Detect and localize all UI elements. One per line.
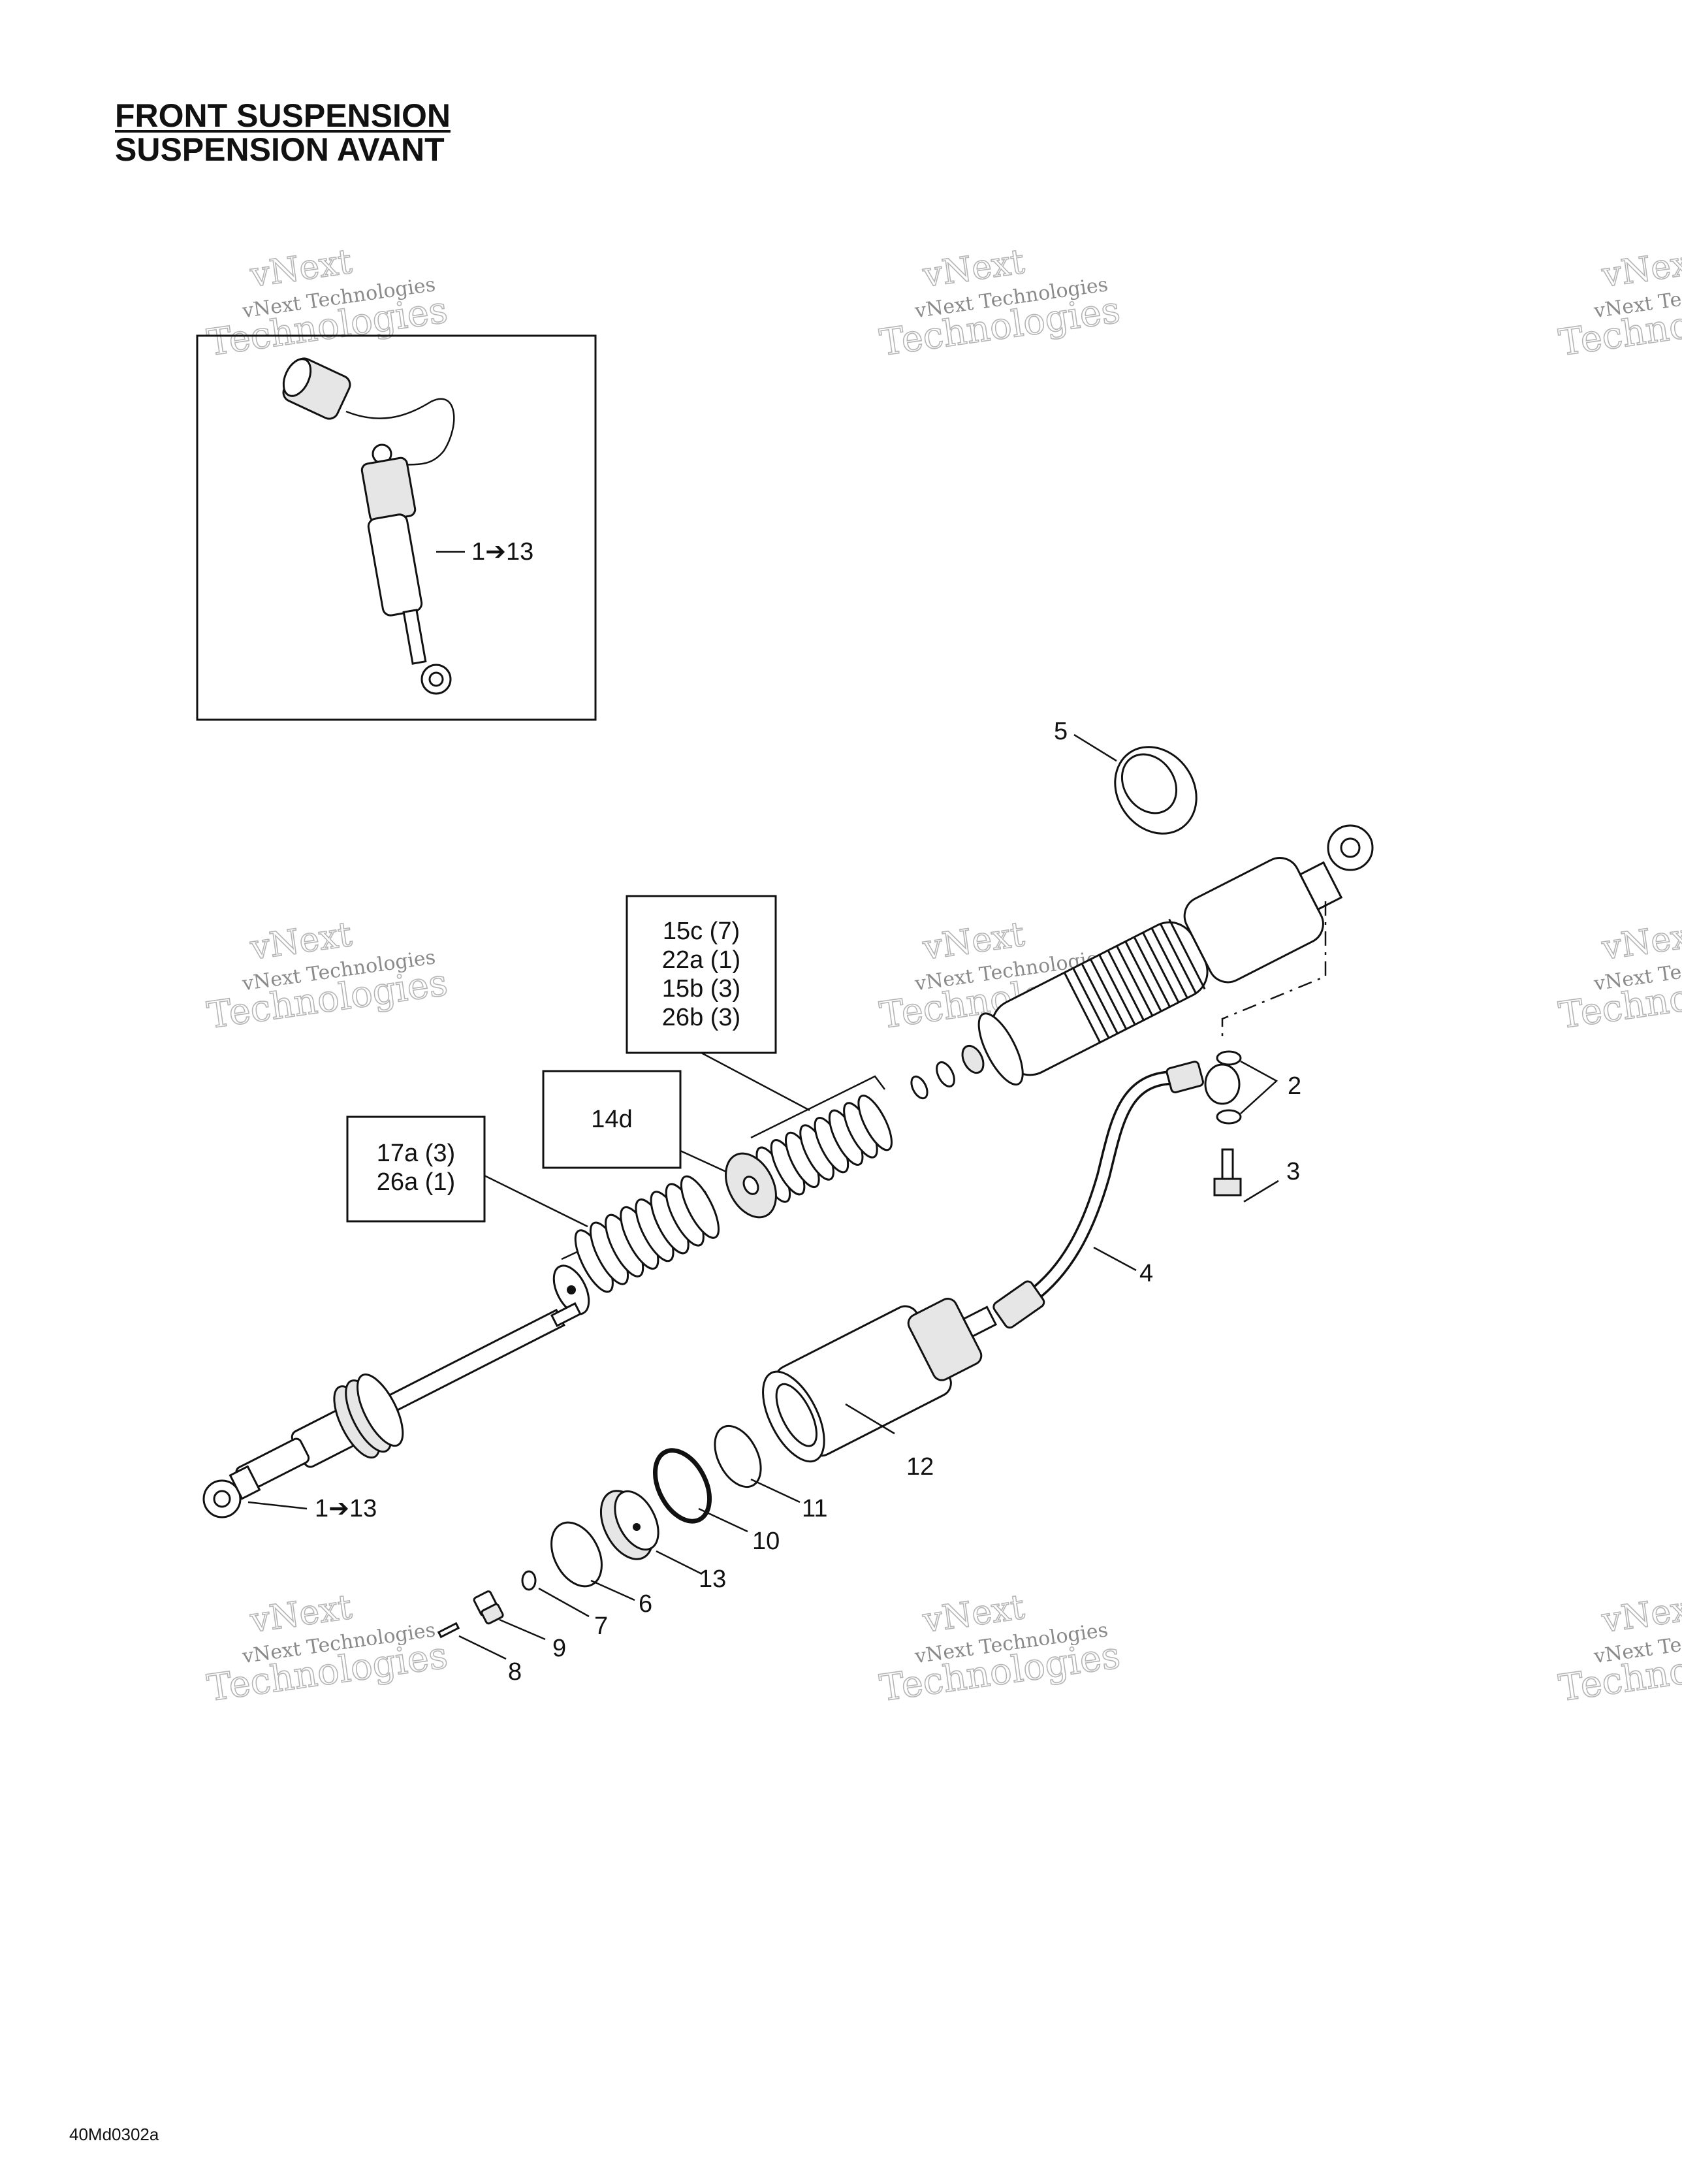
watermark: vNext vNext Technologies Technologies [877,242,1124,365]
part-3-bolt [1213,1148,1279,1203]
watermark: vNext vNext Technologies Technologies [1556,1587,1682,1710]
drawing-code: 40Md0302a [69,2125,159,2144]
inset-shock-body [360,443,452,695]
svg-text:vNext: vNext [1599,242,1682,295]
callout-1: 1➔13 [315,1495,377,1522]
callout-13: 13 [699,1566,726,1593]
inset-reservoir [282,357,351,420]
callout-8: 8 [508,1658,522,1686]
box-15c: 15c (7) 22a (1) 15b (3) 26b (3) [626,895,810,1112]
svg-text:26a (1): 26a (1) [377,1168,455,1196]
inset-assembly: 1➔13 [196,334,597,721]
svg-text:14d: 14d [591,1106,632,1133]
watermarks: vNext vNext Technologies Technologies vN… [204,242,1682,1710]
part-6-o-ring [550,1521,635,1601]
part-7-small-o-ring [521,1570,590,1618]
shaft-assembly [202,1302,582,1518]
part-9-valve [473,1590,546,1641]
part-10-ring [653,1448,748,1533]
part-13-piston [599,1490,703,1575]
svg-text:22a (1): 22a (1) [662,946,740,974]
callouts: 5 2 3 4 12 11 10 13 6 7 9 8 [508,718,1301,1686]
watermark: vNext vNext Technologies Technologies [204,1587,451,1710]
part-11-o-ring [714,1424,801,1503]
svg-text:15c (7): 15c (7) [663,918,740,945]
callout-2: 2 [1288,1072,1301,1100]
svg-text:15b (3): 15b (3) [662,975,740,1003]
upper-spring-stack [755,1095,893,1203]
callout-3: 3 [1286,1158,1300,1185]
part-12-reservoir [762,1298,998,1463]
watermark: vNext vNext Technologies Technologies [204,914,451,1038]
page-title-en: FRONT SUSPENSION [115,97,451,134]
callout-11: 11 [802,1495,827,1522]
callout-10: 10 [752,1528,780,1555]
lower-spring-stack [552,1175,720,1315]
svg-text:vNext: vNext [1599,915,1682,968]
box-14d: 14d [542,1070,735,1177]
watermark: vNext vNext Technologies Technologies [1556,242,1682,365]
watermark: vNext vNext Technologies Technologies [204,242,451,365]
callout-9: 9 [552,1635,566,1662]
callout-5: 5 [1054,718,1068,745]
box-17a: 17a (3) 26a (1) [346,1116,588,1228]
piston [725,1152,777,1219]
shock-body [977,824,1374,1086]
callout-12: 12 [906,1453,934,1481]
svg-text:17a (3): 17a (3) [377,1140,455,1167]
part-4-hose [992,1061,1241,1329]
page-title-fr: SUSPENSION AVANT [115,131,445,168]
part-8-valve-core [437,1622,507,1660]
svg-text:vNext: vNext [1599,1588,1682,1641]
upper-nut-washers [910,1044,985,1100]
watermark: vNext vNext Technologies Technologies [877,1587,1124,1710]
inset-callout: 1➔13 [471,538,533,566]
part-5-washer [1073,733,1198,835]
callout-7: 7 [594,1613,608,1640]
callout-6: 6 [639,1590,652,1618]
callout-4: 4 [1139,1260,1153,1287]
svg-text:26b (3): 26b (3) [662,1004,740,1031]
watermark: vNext vNext Technologies Technologies [1556,914,1682,1038]
part-2-seal-washers [1216,1050,1278,1125]
